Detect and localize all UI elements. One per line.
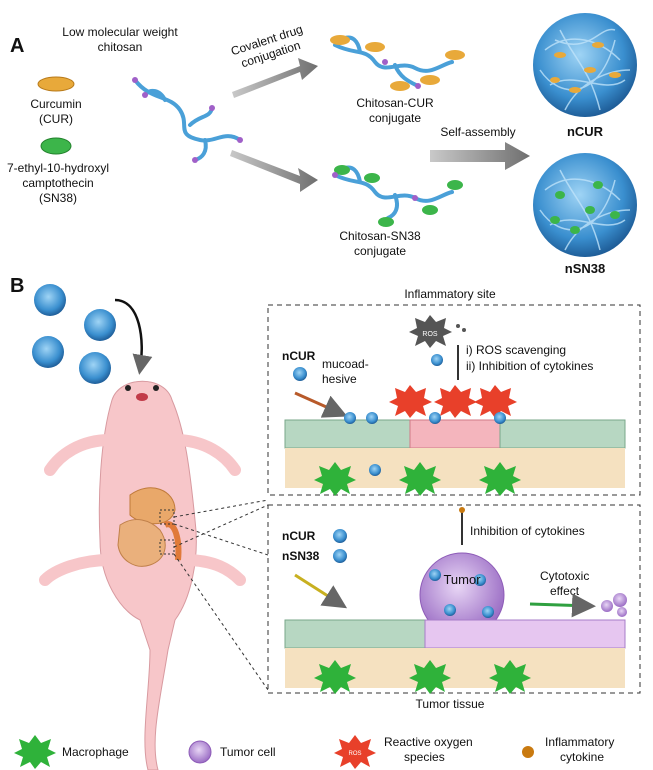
legend-ros-line1: Reactive oxygen	[384, 735, 473, 749]
mucoadhesive-line1: mucoad-	[322, 357, 369, 371]
legend-ros-icon-text: ROS	[348, 751, 361, 757]
chitosan-sn38-label-line1: Chitosan-SN38	[339, 229, 421, 243]
inflammatory-site-panel	[267, 304, 641, 496]
cytotoxic-line2: effect	[550, 584, 580, 598]
dosed-nanoparticles	[32, 284, 116, 384]
tumor-ncur-icon	[333, 529, 347, 543]
chitosan-sn38-conjugate	[332, 165, 463, 227]
cytotoxic-arrow	[529, 593, 596, 618]
chitosan-cur-label-line1: Chitosan-CUR	[356, 96, 434, 110]
panel-a-letter: A	[10, 35, 24, 57]
inflam-nanoparticles	[344, 412, 506, 476]
inflam-ncur-icon	[293, 367, 307, 381]
sn38-label-line2: camptothecin	[22, 176, 93, 190]
inflam-macrophages	[314, 462, 521, 496]
legend: Macrophage Tumor cell ROS Reactive oxyge…	[14, 735, 614, 769]
legend-cytokine-line2: cytokine	[560, 750, 604, 764]
tumor-arrow	[294, 573, 348, 609]
ros-scavenging-label: i) ROS scavenging	[466, 343, 566, 357]
inflam-arrow	[294, 391, 348, 418]
legend-cytokine-line1: Inflammatory	[545, 735, 614, 749]
arrow-to-cur-conjugate	[232, 58, 318, 98]
inhibition-cytokines-label: ii) Inhibition of cytokines	[466, 359, 593, 373]
tumor-site-panel	[267, 504, 641, 694]
legend-tumor-cell-icon	[188, 740, 212, 764]
inflam-np-scavenge	[431, 354, 443, 366]
tumor-label: Tumor	[443, 572, 481, 587]
inflam-ncur-label: nCUR	[282, 349, 316, 363]
ncur-nanoparticle	[533, 13, 637, 117]
panel-b-letter: B	[10, 275, 24, 297]
cur-label-line2: (CUR)	[39, 112, 73, 126]
chitosan-cur-conjugate	[330, 35, 465, 91]
inflam-epithelium	[284, 419, 626, 488]
legend-macrophage-icon	[14, 735, 56, 769]
dying-tumor-cells	[601, 593, 627, 617]
tumor-nsn38-label: nSN38	[282, 549, 320, 563]
legend-ros-icon	[334, 735, 376, 769]
legend-cytokine-icon	[522, 746, 534, 758]
legend-tumor-cell-label: Tumor cell	[220, 745, 276, 759]
tumor-tissue-title: Tumor tissue	[416, 697, 485, 711]
self-assembly-label: Self-assembly	[440, 125, 515, 139]
chitosan-label-line2: chitosan	[98, 40, 143, 54]
tumor-inhibition-label: Inhibition of cytokines	[470, 524, 585, 538]
tumor-nsn38-icon	[333, 549, 347, 563]
chitosan-cur-label-line2: conjugate	[369, 111, 421, 125]
self-assembly-arrow	[430, 142, 530, 170]
arrow-to-sn38-conjugate	[230, 150, 318, 192]
ncur-label: nCUR	[567, 124, 604, 139]
ros-stars	[389, 385, 517, 418]
ros-neutralized: ROS	[409, 315, 466, 348]
nsn38-nanoparticle	[533, 153, 637, 257]
sn38-label-line1: 7-ethyl-10-hydroxyl	[7, 161, 109, 175]
chitosan-sn38-label-line2: conjugate	[354, 244, 406, 258]
legend-ros-line2: species	[404, 750, 445, 764]
cytotoxic-line1: Cytotoxic	[540, 569, 589, 583]
inflammatory-site-title: Inflammatory site	[404, 287, 496, 301]
chitosan-label-line1: Low molecular weight	[62, 25, 178, 39]
ros-gray-text: ROS	[422, 331, 438, 338]
mucoadhesive-line2: hesive	[322, 372, 357, 386]
sn38-label-line3: (SN38)	[39, 191, 77, 205]
chitosan-chain	[133, 78, 242, 162]
nsn38-label: nSN38	[565, 261, 605, 276]
chitosan-end-groups	[132, 77, 243, 163]
tumor-ncur-label: nCUR	[282, 529, 316, 543]
sn38-icon	[40, 137, 72, 155]
cur-label-line1: Curcumin	[30, 97, 81, 111]
tumor-macrophages	[314, 660, 531, 694]
oral-dosing-arrow	[114, 298, 153, 375]
mouse-illustration	[39, 380, 246, 770]
legend-macrophage-label: Macrophage	[62, 745, 129, 759]
curcumin-icon	[37, 76, 75, 92]
